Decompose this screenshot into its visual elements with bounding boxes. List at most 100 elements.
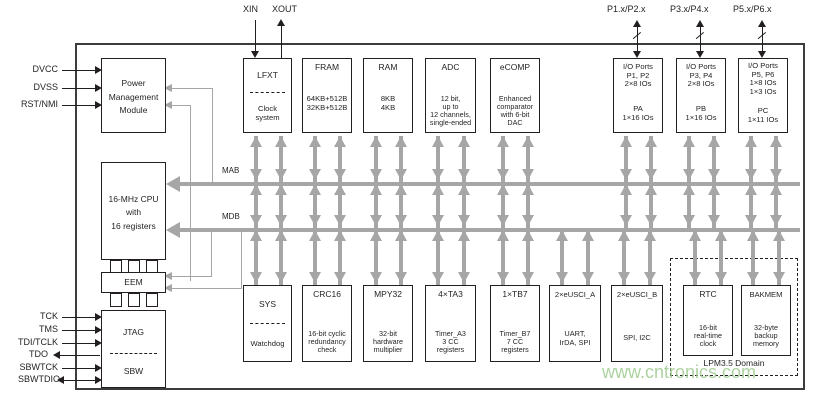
bakmem-line-1: 32-byte: [754, 322, 778, 332]
p5p6-arrow-down-icon: [758, 51, 766, 58]
block-io-ports-pc[interactable]: I/O Ports P5, P6 1×8 IOs 1×3 IOs PC 1×11…: [738, 58, 788, 133]
bus-mid-arrow-up-6-0: [683, 184, 695, 195]
adc-line-2: up to: [442, 101, 459, 111]
ecomp-line-4: DAC: [507, 117, 523, 127]
bus-mid-arrow-up-5-0: [620, 184, 632, 195]
bus-drop-top-1-0: [313, 136, 317, 182]
lpm35-domain-box: [670, 258, 798, 376]
cpu-line-1: with: [125, 207, 142, 218]
bus-mid-arrow-up-1-0: [309, 184, 321, 195]
bus-drop-top-2-0: [374, 136, 378, 182]
block-crc16[interactable]: CRC16 16-bit cyclic redundancy check: [302, 285, 352, 362]
bus-drop-top-arrow-down-5-0: [620, 169, 632, 180]
bus-mid-arrow-up-7-1: [770, 184, 782, 195]
bus-drop-top-1-1: [338, 136, 342, 182]
portb-alias-sub: 1×16 IOs: [685, 112, 717, 122]
lfxt-title: LFXT: [257, 70, 278, 81]
block-jtag-sbw[interactable]: JTAG SBW: [101, 310, 166, 388]
pin-label-tditclk: TDI/TCLK: [17, 337, 58, 347]
bus-drop-top-0-1: [279, 136, 283, 182]
block-lfxt[interactable]: LFXT Clock system: [243, 58, 292, 133]
bus-drop-bot-arrow-up-6-0: [618, 230, 630, 241]
bus-drop-top-arrow-down-5-1: [645, 169, 657, 180]
eem-feedback-line-2-v: [241, 228, 243, 289]
bus-drop-bot-arrow-up-2-1: [395, 230, 407, 241]
bus-mid-0-0: [254, 182, 258, 228]
bus-drop-bot-7-1: [719, 228, 723, 285]
bus-drop-bot-arrow-down-8-0: [747, 272, 759, 283]
xin-arrow-down-icon: [251, 51, 259, 58]
block-timer-b7[interactable]: 1×TB7 Timer_B7 7 CC registers: [490, 285, 540, 362]
block-ecomp[interactable]: eCOMP Enhanced comparator with 6-bit DAC: [490, 58, 540, 133]
block-fram[interactable]: FRAM 64KB+512B 32KB+512B: [302, 58, 352, 133]
fram-line-1: 64KB+512B: [306, 94, 348, 103]
ta3-line-3: registers: [436, 344, 465, 354]
tb7-line-3: registers: [501, 344, 529, 354]
block-rtc[interactable]: RTC 16-bit real-time clock: [683, 285, 733, 356]
block-eem[interactable]: EEM: [101, 272, 166, 293]
crc-line-1: 16-bit cyclic: [308, 328, 346, 338]
bus-mid-2-1: [399, 182, 403, 228]
block-io-ports-pb[interactable]: I/O Ports P3, P4 2×8 IOs PB 1×16 IOs: [676, 58, 726, 133]
bus-drop-top-arrow-up-5-1: [645, 136, 657, 147]
sys-divider: [249, 323, 286, 324]
porta-line-2: 2×8 IOs: [624, 79, 652, 88]
cpu-title: 16-MHz CPU: [108, 193, 159, 204]
bus-mid-4-1: [526, 182, 530, 228]
eem-feedback-line-1-h: [172, 276, 212, 278]
pmm-feedback-arrow-1-icon: [164, 84, 172, 92]
bus-drop-bot-arrow-up-7-0: [689, 230, 701, 241]
p1p2-arrow-down-icon: [633, 51, 641, 58]
bus-drop-bot-8-1: [777, 228, 781, 285]
block-ram[interactable]: RAM 8KB 4KB: [363, 58, 413, 133]
tck-line: [62, 317, 98, 319]
pmm-feedback-arrow-2-icon: [164, 101, 172, 109]
bus-mid-arrow-down-4-0: [497, 215, 509, 226]
mpy-line-2: hardware: [373, 336, 403, 346]
bus-drop-top-arrow-down-6-0: [683, 169, 695, 180]
sys-title: SYS: [258, 299, 276, 310]
portc-line-3: 1×3 IOs: [749, 86, 777, 96]
p5p6-line: [762, 27, 764, 53]
block-eusci-b[interactable]: 2×eUSCI_B SPI, I2C: [611, 285, 663, 362]
dvcc-arrow-right-icon: [95, 66, 102, 74]
pmm-feedback-line-2-v: [190, 105, 192, 281]
pin-label-rstnmi: RST/NMI: [21, 99, 58, 109]
bus-mid-arrow-up-6-1: [708, 184, 720, 195]
bus-drop-bot-arrow-down-2-1: [395, 272, 407, 283]
porta-title: I/O Ports: [623, 62, 653, 71]
bus-drop-bot-arrow-up-3-0: [432, 230, 444, 241]
bus-drop-top-arrow-up-2-1: [395, 136, 407, 147]
p3p4-arrow-up-icon: [696, 20, 704, 27]
portb-line-1: P3, P4: [689, 70, 713, 80]
euscib-line-1: SPI, I2C: [623, 332, 651, 342]
block-mpy32[interactable]: MPY32 32-bit hardware multiplier: [363, 285, 413, 362]
ecomp-line-1: Enhanced: [498, 93, 532, 103]
block-power-management-module[interactable]: Power Management Module: [101, 58, 166, 133]
bus-mid-arrow-down-7-0: [745, 215, 757, 226]
pin-label-xin: XIN: [243, 4, 259, 14]
block-adc[interactable]: ADC 12 bit, up to 12 channels, single-en…: [425, 58, 476, 133]
block-cpu[interactable]: 16-MHz CPU with 16 registers: [101, 162, 166, 260]
block-eusci-a[interactable]: 2×eUSCI_A UART, IrDA, SPI: [549, 285, 601, 362]
bus-mid-7-1: [774, 182, 778, 228]
block-io-ports-pa[interactable]: I/O Ports P1, P2 2×8 IOs PA 1×16 IOs: [613, 58, 663, 133]
bus-drop-top-arrow-up-2-0: [370, 136, 382, 147]
bus-drop-bot-arrow-up-1-0: [309, 230, 321, 241]
crc-line-3: check: [317, 344, 337, 354]
tdo-arrow-left-icon: [53, 351, 60, 359]
bus-mid-1-1: [338, 182, 342, 228]
mab-arrow-left-icon: [166, 176, 180, 192]
euscia-line-2: IrDA, SPI: [559, 337, 591, 347]
tditclk-arrow-right-icon: [95, 339, 102, 347]
block-timer-a3[interactable]: 4×TA3 Timer_A3 3 CC registers: [425, 285, 476, 362]
block-bakmem[interactable]: BAKMEM 32-byte backup memory: [741, 285, 791, 356]
bus-drop-top-arrow-up-3-1: [458, 136, 470, 147]
p1p2-line: [637, 27, 639, 53]
bus-drop-bot-arrow-down-1-1: [334, 272, 346, 283]
sbw-title: SBW: [123, 366, 144, 377]
block-sys-watchdog[interactable]: SYS Watchdog: [243, 285, 292, 362]
bus-mid-0-1: [279, 182, 283, 228]
sbwtdio-arrow-right-icon: [95, 376, 102, 384]
bus-mid-1-0: [313, 182, 317, 228]
